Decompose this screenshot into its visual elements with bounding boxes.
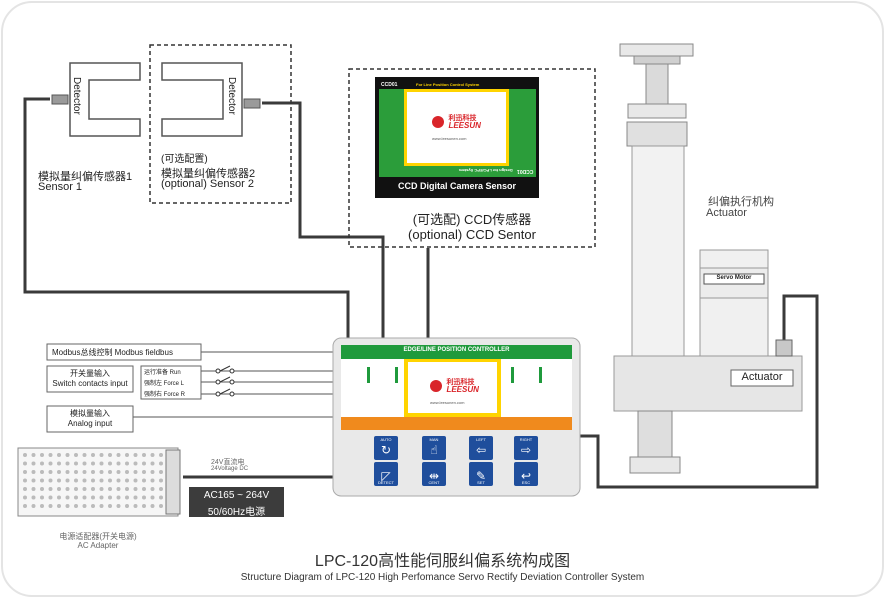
ccd-camera-label: CCD Digital Camera Sensor <box>397 181 517 191</box>
sensor1-name-cn: 模拟量纠偏传感器1 <box>38 171 133 183</box>
ccd-camera-screen <box>375 77 539 198</box>
right-arrow-icon: ⇨ <box>521 443 531 457</box>
diagram-title-en: Structure Diagram of LPC-120 High Perfom… <box>240 572 645 583</box>
ccd-logo: 利迅科技 LEESUN <box>432 113 481 131</box>
controller-key-esc[interactable] <box>514 462 538 486</box>
controller-website: www.leesunen.com <box>430 400 465 405</box>
sensor2-detector-label: Detector <box>226 77 237 115</box>
controller-key-auto[interactable] <box>374 436 398 460</box>
controller-logo: 利迅科技 LEESUN <box>430 377 479 395</box>
sensor1-name-en: Sensor 1 <box>38 181 83 193</box>
diagram-title-cn: LPC-120高性能伺服纠偏系统构成图 <box>314 553 571 570</box>
ac-power-line1: AC165 ~ 264V <box>203 490 270 501</box>
controller-key-set[interactable] <box>469 462 493 486</box>
detect-icon: ◸ <box>381 469 391 483</box>
analog-input-cn: 模拟量输入 <box>70 409 110 418</box>
sensor2-detector <box>161 62 261 137</box>
ccd-optional-frame <box>348 68 596 248</box>
sensor2-name-cn: 模拟量纠偏传感器2 <box>161 168 256 180</box>
controller-key-man[interactable] <box>422 436 446 460</box>
controller-key-right[interactable] <box>514 436 538 460</box>
sensor2-optional-cn: (可选配置) <box>161 154 208 165</box>
ccd-screen-id-mirror: CCD01 <box>517 168 534 174</box>
sensor2-optional-frame <box>149 44 292 204</box>
controller-logo-en: LEESUN <box>446 384 479 394</box>
ccd-caption-cn: (可选配) CCD传感器 <box>412 212 532 227</box>
esc-icon: ↩ <box>521 469 531 483</box>
set-icon: ✎ <box>476 469 486 483</box>
controller-key-left[interactable] <box>469 436 493 460</box>
signal-cables <box>23 97 819 489</box>
controller-key-detect[interactable] <box>374 462 398 486</box>
actuator-title-cn: 纠偏执行机构 <box>708 196 774 208</box>
ccd-screen-mirror-text: Design for LPC/EPC System <box>459 168 513 173</box>
actuator-assembly <box>613 43 803 474</box>
actuator-body-label: Actuator <box>741 371 783 383</box>
ac-power-box <box>189 487 284 517</box>
controller-unit <box>332 337 581 497</box>
controller-key-label: ESC <box>521 480 531 485</box>
ccd-website: www.leesunen.com <box>432 136 467 141</box>
controller-key-label: CENT <box>428 480 440 485</box>
ac-power-line2: 50/60Hz电源 <box>207 507 266 518</box>
controller-logo-cn: 利迅科技 <box>446 378 475 386</box>
adapter-label-en: AC Adapter <box>77 541 119 550</box>
switch-force-l-label: 强制左 Force L <box>144 381 185 387</box>
sensor2-name-en: (optional) Sensor 2 <box>161 178 254 190</box>
switch-input-box <box>46 365 134 393</box>
switch-input-en: Switch contacts input <box>52 379 128 388</box>
switch-input-cn: 开关量输入 <box>70 369 110 378</box>
controller-key-label: RIGHT <box>519 437 533 442</box>
controller-key-label: AUTO <box>380 437 392 442</box>
manual-icon: ☝ <box>430 443 437 457</box>
controller-key-cent[interactable] <box>422 462 446 486</box>
leesun-logo-icon <box>430 379 442 392</box>
dc-voltage-en: 24Voltage DC <box>211 466 249 472</box>
ccd-caption-en: (optional) CCD Sentor <box>408 227 536 242</box>
controller-key-label: SET <box>477 480 485 485</box>
sensor1-detector <box>51 62 141 137</box>
dc-voltage-cn: 24V直流电 <box>211 459 245 466</box>
controller-title: EDGE/LINE POSITION CONTROLLER <box>403 347 510 353</box>
switch-force-r-label: 强制右 Force R <box>144 392 186 398</box>
ccd-logo-en: LEESUN <box>448 120 481 130</box>
switch-run-label: 运行准备 Run <box>144 370 181 376</box>
ccd-screen-id: CCD01 <box>381 82 398 88</box>
input-wires <box>133 351 333 418</box>
left-arrow-icon: ⇦ <box>476 443 486 457</box>
adapter-vent-holes <box>23 453 163 508</box>
controller-key-label: LEFT <box>476 437 486 442</box>
servo-motor-label: Servo Motor <box>716 275 752 281</box>
auto-icon: ↻ <box>381 443 391 457</box>
modbus-box <box>46 343 202 361</box>
actuator-title-en: Actuator <box>706 207 747 219</box>
leesun-logo-icon <box>432 115 444 128</box>
analog-input-box <box>46 405 134 433</box>
ccd-logo-cn: 利迅科技 <box>448 114 477 122</box>
adapter-label-cn: 电源适配器(开关电源) <box>59 532 137 541</box>
center-icon: ⇹ <box>429 469 439 483</box>
modbus-label: Modbus总线控制 Modbus fieldbus <box>52 348 173 357</box>
sensor1-detector-label: Detector <box>71 77 82 115</box>
controller-keypad: ↻ ☝ ⇦ ⇨ ◸ ⇹ ✎ ↩ <box>374 436 538 486</box>
ccd-screen-header: For Line Position Control System <box>416 82 480 87</box>
switch-labels-box <box>140 365 202 400</box>
controller-key-label: DETECT <box>378 480 394 485</box>
analog-input-en: Analog input <box>67 419 113 428</box>
switch-symbols <box>215 365 235 397</box>
controller-key-label: MAN <box>429 437 439 442</box>
